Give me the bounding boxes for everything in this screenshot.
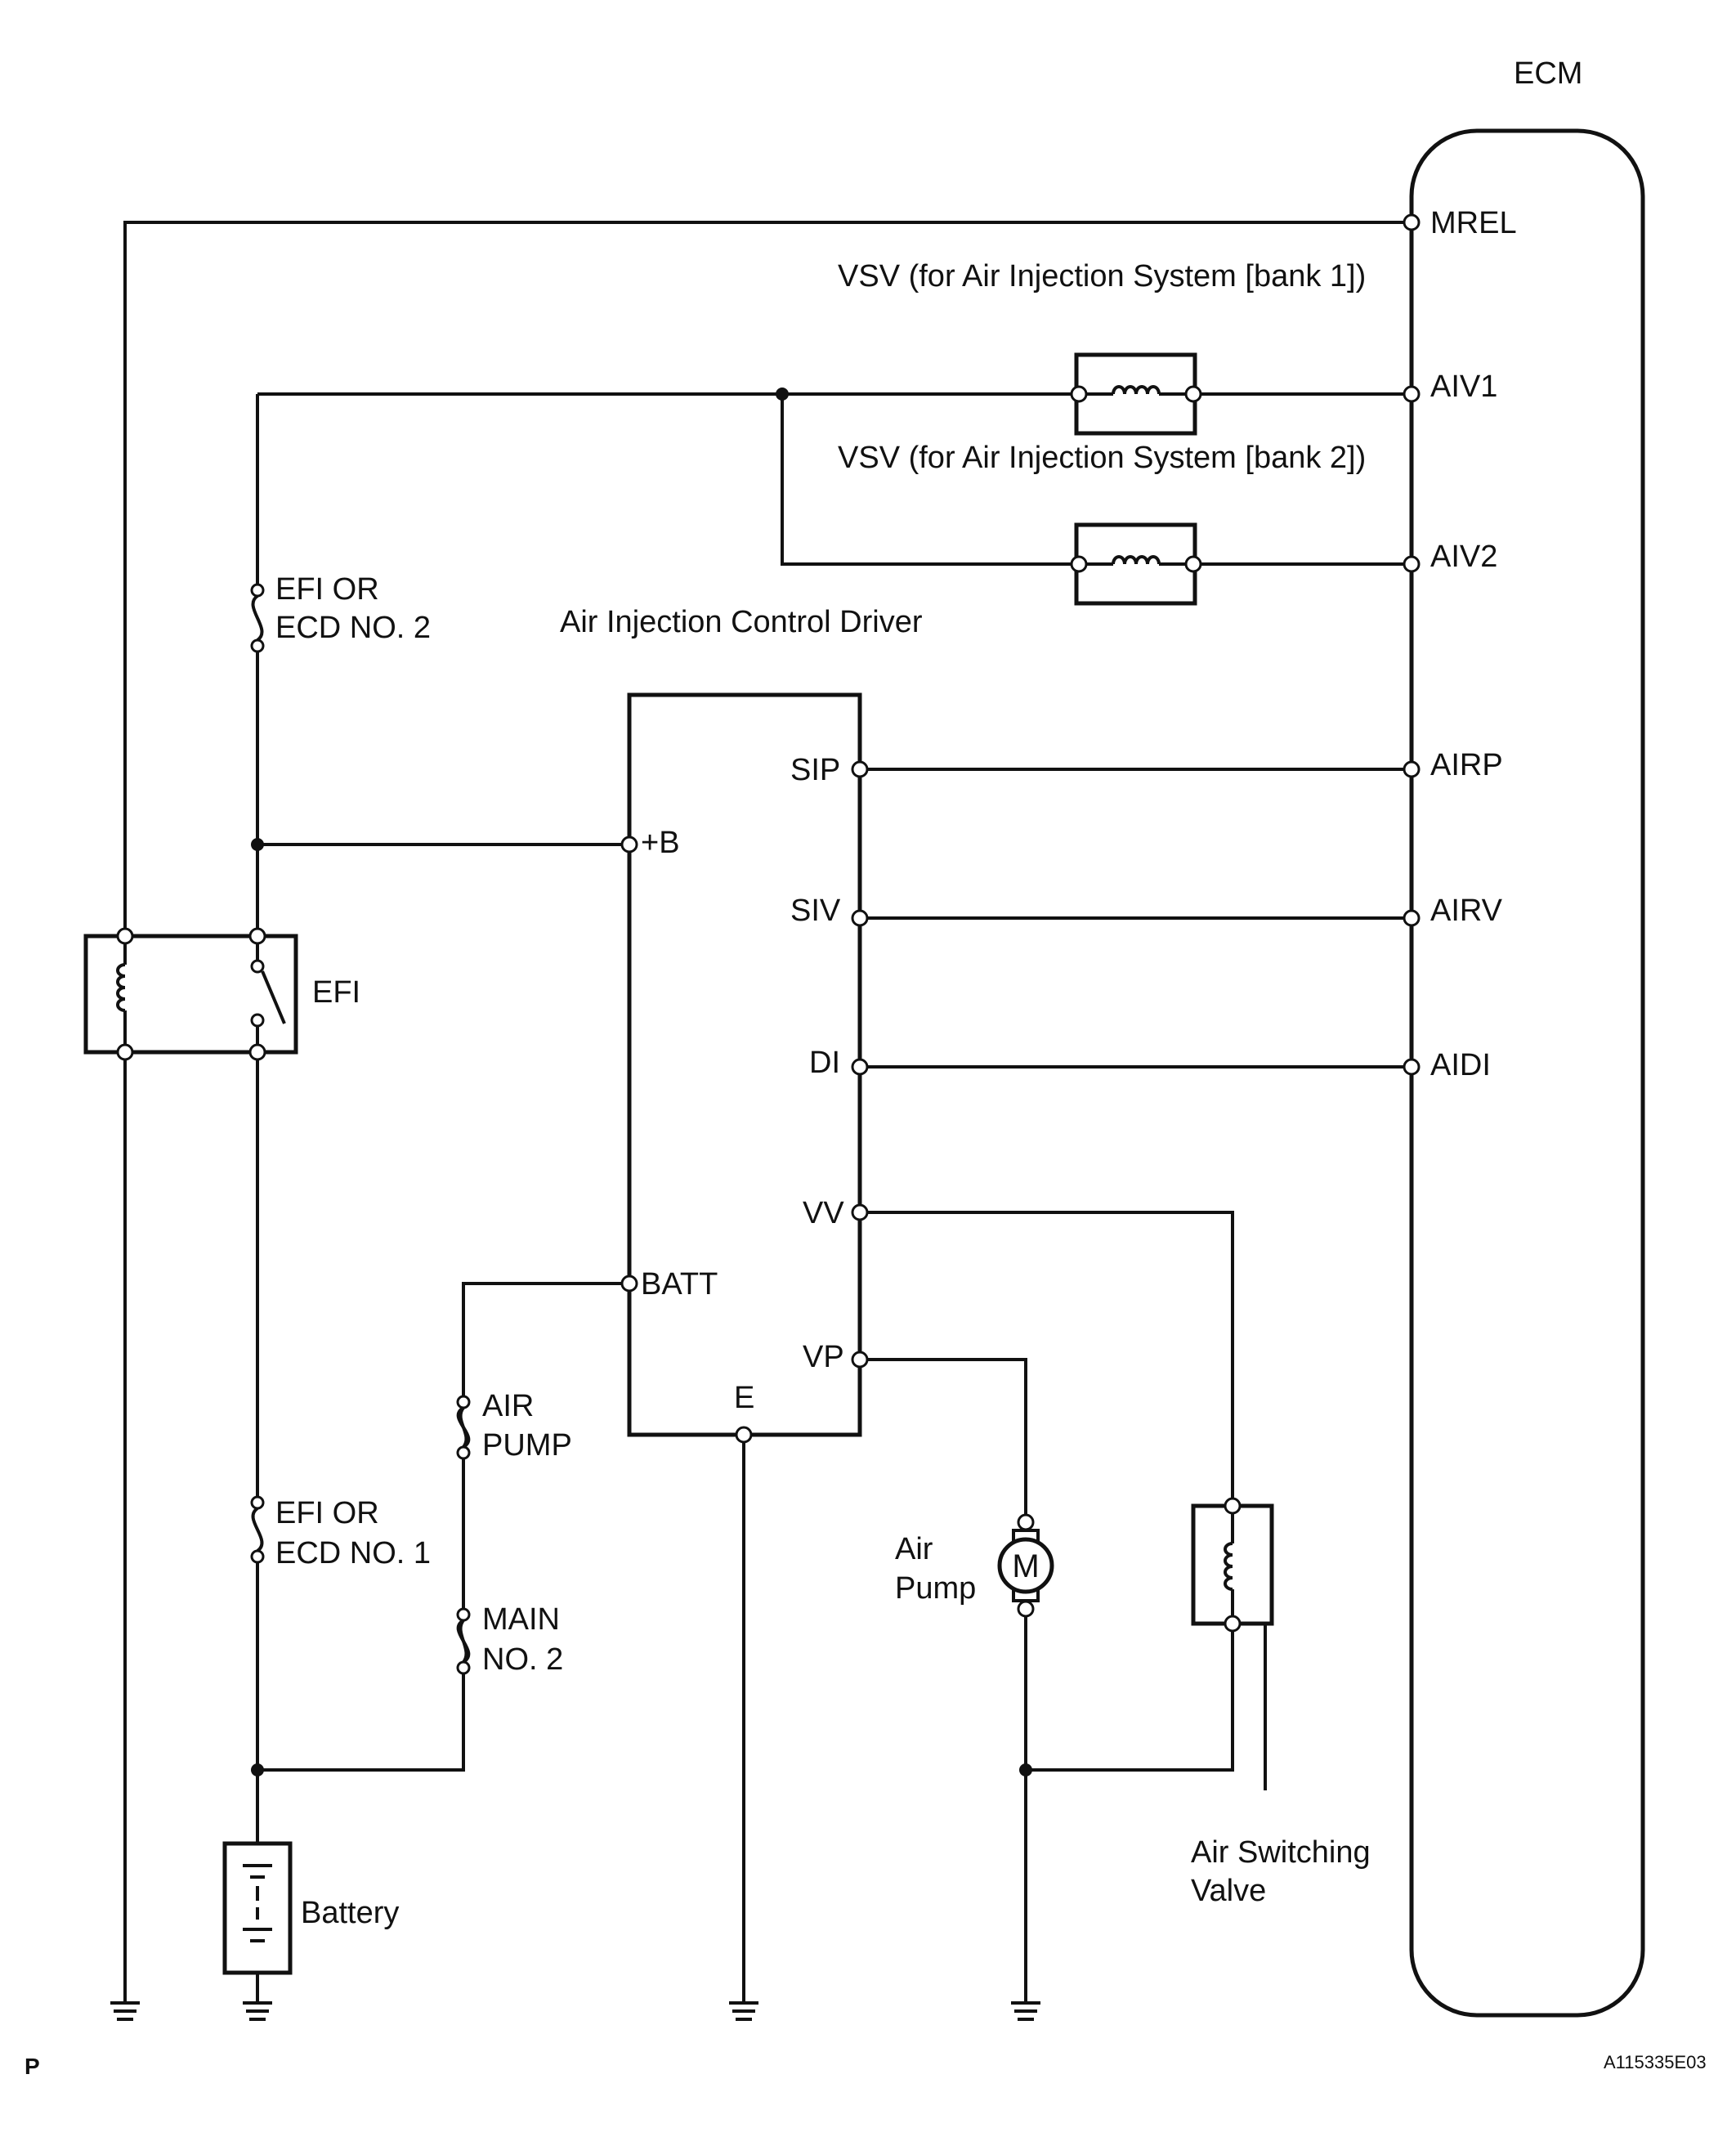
fuse-air-pump [456,1395,471,1460]
fuse-efi1-label-line2: ECD NO. 1 [275,1536,431,1570]
ecm-title: ECM [1514,56,1582,91]
junction-dot [1019,1763,1032,1776]
air-pump-motor-symbol: M [1012,1548,1039,1584]
battery-label: Battery [301,1896,399,1930]
fuse-efi-ecd-no1 [250,1495,265,1564]
fuse-air-pump-label-line1: AIR [482,1389,534,1423]
ecm-pin-aiv1: AIV1 [1430,370,1497,404]
fuse-efi1-label-line1: EFI OR [275,1496,379,1530]
air-switching-valve-label-line1: Air Switching [1191,1835,1371,1870]
fuse-efi2-label-line2: ECD NO. 2 [275,611,431,645]
fuse-main-no2-label-line1: MAIN [482,1602,560,1637]
driver-box [627,692,862,1437]
ecm-pin-mrel: MREL [1430,206,1517,240]
ground-icon [110,2001,140,2021]
driver-pin-plus-b: +B [641,826,680,860]
air-switching-valve [1191,1497,1274,1633]
vsv-bank1-coil [1070,352,1202,436]
driver-pin-di: DI [809,1046,840,1080]
driver-pin-sip: SIP [790,753,840,787]
ecm-pin-airv: AIRV [1430,894,1503,928]
ecm-pins [1403,213,1421,1076]
efi-relay-label: EFI [312,975,360,1010]
vsv-bank2-label: VSV (for Air Injection System [bank 2]) [838,441,1366,475]
driver-pin-vv: VV [803,1196,844,1230]
ecm-pin-aiv2: AIV2 [1430,540,1497,574]
air-pump-motor [997,1513,1054,1618]
air-pump-label-line1: Air [895,1532,933,1566]
junction-dot [251,838,264,851]
junction-dot [776,388,789,401]
driver-pins [620,760,869,1444]
driver-pin-batt: BATT [641,1267,718,1301]
ecm-pin-aidi: AIDI [1430,1048,1491,1082]
fuse-efi2-label-line1: EFI OR [275,572,379,607]
fuse-main-no2 [456,1607,471,1675]
vsv-bank2-coil [1070,522,1202,606]
wiring [123,221,1412,2003]
fuse-main-no2-label-line2: NO. 2 [482,1642,563,1677]
air-pump-label-line2: Pump [895,1571,976,1606]
ground-icon [729,2001,758,2021]
fuse-efi-ecd-no2 [250,583,265,653]
fuse-air-pump-label-line2: PUMP [482,1428,572,1463]
driver-pin-vp: VP [803,1340,844,1374]
vsv-bank1-label: VSV (for Air Injection System [bank 1]) [838,259,1366,293]
ground-icon [243,2001,272,2021]
driver-pin-siv: SIV [790,894,841,928]
corner-mark: P [25,2054,40,2079]
ground-icon [1011,2001,1040,2021]
junction-dot [251,1763,264,1776]
efi-relay [83,927,298,1061]
air-switching-valve-label-line2: Valve [1191,1874,1266,1908]
ecm-pin-airp: AIRP [1430,748,1503,782]
driver-title: Air Injection Control Driver [560,605,923,639]
figure-code: A115335E03 [1604,2052,1707,2072]
driver-pin-e: E [734,1381,754,1415]
battery-symbol [222,1841,293,1975]
